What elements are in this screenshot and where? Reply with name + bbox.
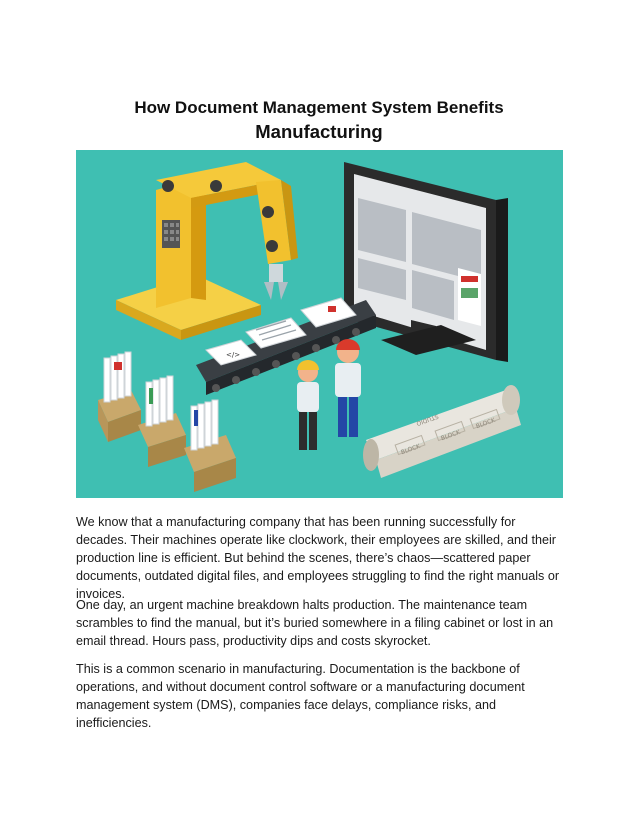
- title-line-1: How Document Management System Benefits: [134, 98, 504, 117]
- paragraph-2: One day, an urgent machine breakdown hal…: [76, 598, 554, 648]
- robot-arm-icon: [116, 162, 298, 340]
- manufacturing-dms-illustration: </>: [76, 150, 563, 498]
- monitor-icon: [344, 162, 508, 362]
- page-title: How Document Management System Benefits …: [60, 96, 578, 144]
- paragraph-1: We know that a manufacturing company tha…: [76, 515, 560, 601]
- paragraph-3: This is a common scenario in manufacturi…: [76, 662, 525, 730]
- blueprint-scroll: BLOCK BLOCK BLOCK STUDIO: [363, 385, 521, 478]
- conveyor-belt: </>: [196, 297, 376, 395]
- svg-text:</>: </>: [226, 351, 240, 359]
- title-line-2: Manufacturing: [255, 121, 383, 142]
- worker-figures: [297, 339, 361, 450]
- document-boxes: [98, 351, 236, 492]
